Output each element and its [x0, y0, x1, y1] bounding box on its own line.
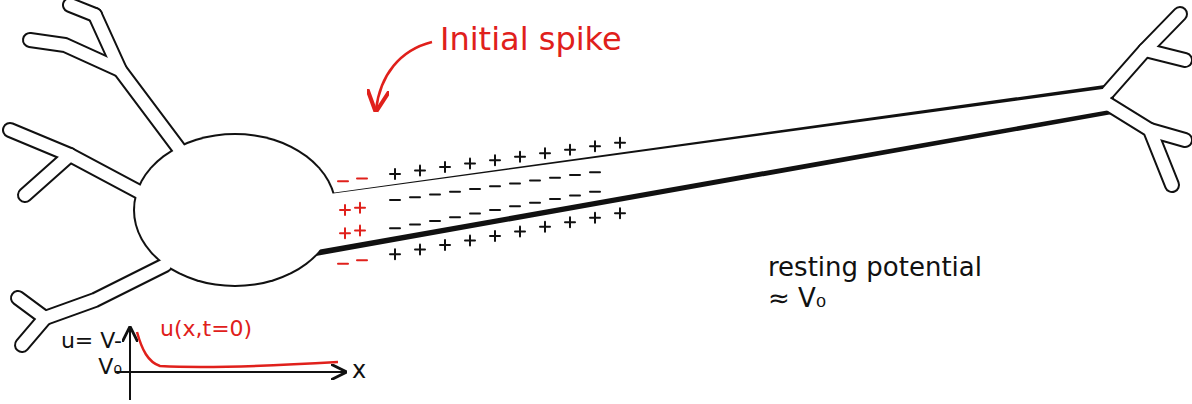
charge-sign: [465, 236, 475, 246]
charge-sign: [340, 205, 350, 215]
charge-sign: [590, 141, 600, 151]
charge-sign: [570, 174, 580, 176]
charge-sign: [470, 188, 480, 190]
charge-sign: [615, 138, 625, 148]
charge-sign: [490, 209, 500, 211]
charge-sign: [430, 220, 440, 222]
spike-label: Initial spike: [440, 20, 622, 58]
charge-sign: [465, 159, 475, 169]
charge-sign: [410, 196, 420, 198]
charge-sign: [390, 199, 400, 201]
charge-sign: [565, 145, 575, 155]
neuron-body: [10, 5, 1185, 345]
charge-sign: [390, 249, 400, 259]
charge-sign: [340, 228, 350, 238]
charge-sign: [357, 259, 367, 261]
charge-sign: [430, 193, 440, 195]
axis-label: u= V-V₀: [48, 328, 122, 381]
charge-sign: [410, 224, 420, 226]
neuron-outline: [10, 5, 1185, 345]
axis-label: x: [352, 356, 366, 385]
charge-sign: [415, 166, 425, 176]
charge-sign: [530, 202, 540, 204]
charge-sign: [590, 191, 600, 193]
charge-sign: [510, 182, 520, 184]
charge-sign: [515, 226, 525, 236]
charge-sign: [510, 205, 520, 207]
charge-sign: [357, 178, 367, 180]
charge-sign: [590, 171, 600, 173]
charge-sign: [338, 180, 348, 182]
charge-sign: [440, 162, 450, 172]
charge-sign: [440, 240, 450, 250]
charge-sign: [570, 194, 580, 196]
charge-sign: [540, 222, 550, 232]
charge-sign: [490, 155, 500, 165]
charge-sign: [450, 191, 460, 193]
charge-sign: [590, 213, 600, 223]
charge-sign: [565, 217, 575, 227]
charge-sign: [355, 203, 365, 213]
charge-sign: [390, 227, 400, 229]
charge-sign: [615, 208, 625, 218]
charge-symbols: [338, 138, 625, 264]
spike-arrow: [376, 42, 432, 110]
charge-sign: [540, 148, 550, 158]
charge-sign: [415, 245, 425, 255]
curve-label: u(x,t=0): [160, 316, 252, 342]
charge-sign: [338, 263, 348, 265]
charge-sign: [355, 226, 365, 236]
charge-sign: [470, 213, 480, 215]
charge-sign: [550, 177, 560, 179]
charge-sign: [490, 185, 500, 187]
charge-sign: [515, 152, 525, 162]
resting-potential-label: resting potential ≈ V₀: [768, 252, 990, 314]
charge-sign: [530, 180, 540, 182]
charge-sign: [390, 169, 400, 179]
charge-sign: [450, 216, 460, 218]
charge-sign: [490, 231, 500, 241]
charge-sign: [550, 198, 560, 200]
